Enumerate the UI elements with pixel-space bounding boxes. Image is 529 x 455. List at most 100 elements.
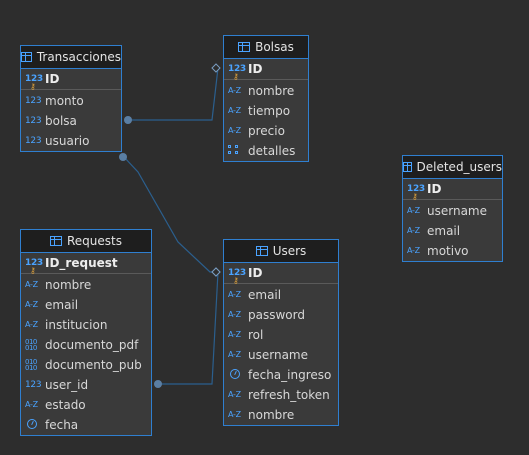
column-name: user_id	[45, 378, 89, 392]
column-name: ID	[427, 182, 442, 196]
text-type-icon: A-Z	[228, 310, 241, 319]
table-icon	[238, 42, 251, 52]
text-type-icon: A-Z	[228, 86, 241, 95]
datetime-type-icon	[228, 368, 245, 382]
column-row-refresh-token[interactable]: A-Z refresh_token	[224, 385, 338, 405]
primary-key-row[interactable]: 123⚷ID	[403, 179, 502, 201]
entity-title: Users	[272, 244, 307, 258]
column-name: motivo	[427, 244, 469, 258]
column-name: ID	[248, 62, 263, 76]
entity-title: Bolsas	[255, 40, 294, 54]
table-icon	[50, 236, 62, 246]
column-name: ID	[248, 266, 263, 280]
relation-start-dot	[119, 153, 127, 161]
text-type-icon: A-Z	[228, 106, 241, 115]
column-name: tiempo	[248, 104, 291, 118]
column-row-rol[interactable]: A-Z rol	[224, 325, 338, 345]
text-type-icon: A-Z	[407, 206, 420, 215]
primary-key-number-icon: 123⚷	[25, 74, 43, 91]
column-name: usuario	[45, 134, 90, 148]
relation-line	[157, 271, 219, 385]
entity-header[interactable]: Bolsas	[224, 36, 308, 59]
column-name: password	[248, 308, 305, 322]
key-icon: ⚷	[233, 276, 239, 285]
primary-key-row[interactable]: 123⚷ID_request	[21, 253, 151, 275]
entity-header[interactable]: Deleted_users	[403, 156, 502, 179]
text-type-icon: A-Z	[228, 330, 241, 339]
column-row-motivo[interactable]: A-Z motivo	[403, 241, 502, 261]
column-name: email	[427, 224, 461, 238]
table-icon	[403, 162, 412, 172]
column-name: detalles	[248, 144, 296, 158]
entity-header[interactable]: Requests	[21, 230, 151, 253]
column-name: bolsa	[45, 114, 77, 128]
text-type-icon: A-Z	[228, 126, 241, 135]
key-icon: ⚷	[30, 82, 36, 91]
column-name: rol	[248, 328, 264, 342]
key-icon: ⚷	[233, 72, 239, 81]
text-type-icon: A-Z	[228, 390, 241, 399]
column-row-password[interactable]: A-Z password	[224, 305, 338, 325]
column-name: monto	[45, 94, 84, 108]
column-name: username	[248, 348, 308, 362]
column-name: nombre	[248, 84, 295, 98]
entity-title: Deleted_users	[416, 160, 502, 174]
number-type-icon: 123	[25, 116, 42, 126]
primary-key-row[interactable]: 123⚷ID	[224, 59, 308, 81]
text-type-icon: A-Z	[407, 246, 420, 255]
column-row-detalles[interactable]: detalles	[224, 141, 308, 161]
entity-header[interactable]: Transacciones	[21, 46, 121, 69]
column-name: fecha_ingreso	[248, 368, 332, 382]
column-row-fecha-ingreso[interactable]: fecha_ingreso	[224, 365, 338, 385]
column-name: refresh_token	[248, 388, 330, 402]
number-type-icon: 123	[25, 136, 42, 146]
column-name: nombre	[248, 408, 295, 422]
datetime-type-icon	[25, 418, 42, 432]
text-type-icon: A-Z	[25, 320, 38, 329]
column-row-nombre[interactable]: A-Z nombre	[224, 81, 308, 101]
json-type-icon	[228, 144, 245, 158]
number-type-icon: 123	[25, 96, 42, 106]
column-row-tiempo[interactable]: A-Z tiempo	[224, 101, 308, 121]
primary-key-row[interactable]: 123⚷ID	[21, 69, 121, 91]
column-name: email	[45, 298, 79, 312]
primary-key-number-icon: 123⚷	[407, 184, 425, 201]
column-name: ID_request	[45, 256, 118, 270]
relation-end-diamond	[211, 267, 221, 277]
entity-header[interactable]: Users	[224, 240, 338, 263]
primary-key-row[interactable]: 123⚷ID	[224, 263, 338, 285]
table-icon	[255, 246, 268, 256]
primary-key-number-icon: 123⚷	[25, 258, 43, 275]
column-name: estado	[45, 398, 86, 412]
number-type-icon: 123	[25, 380, 42, 390]
column-row-fecha[interactable]: fecha	[21, 415, 151, 435]
